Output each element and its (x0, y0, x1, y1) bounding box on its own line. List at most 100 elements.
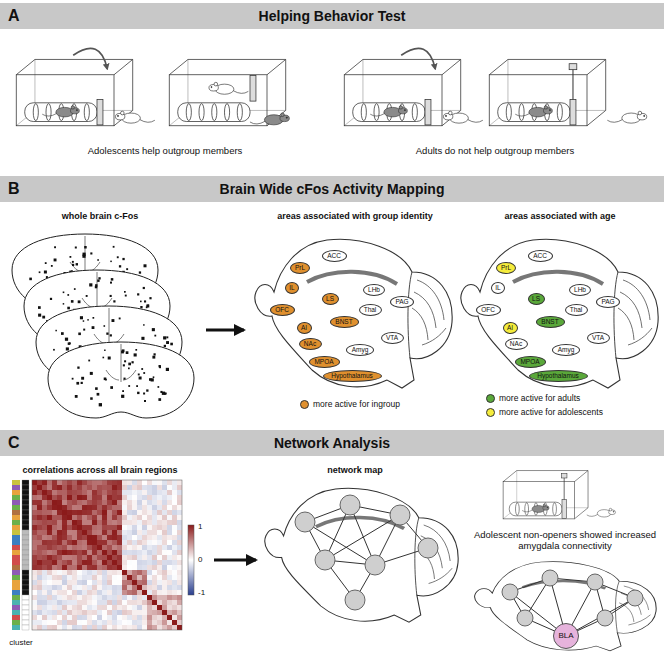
heatmap-cell (47, 555, 52, 560)
heatmap-cell (177, 480, 182, 485)
coronal-slice (48, 342, 194, 418)
heatmap-cell (142, 495, 147, 500)
heatmap-cell (132, 480, 137, 485)
heatmap-cell (42, 570, 47, 575)
heatmap-cell (122, 555, 127, 560)
heatmap-cell (112, 545, 117, 550)
section-header: CNetwork Analysis (0, 430, 664, 456)
restrainer-scene (370, 106, 407, 117)
heatmap-cell (77, 620, 82, 625)
network-node (627, 590, 643, 606)
heatmap-cell (147, 575, 152, 580)
heatmap-cell (52, 565, 57, 570)
cfos-dot (140, 306, 142, 308)
cfos-dot (110, 261, 112, 263)
heatmap-cell (122, 535, 127, 540)
heatmap-cell (82, 535, 87, 540)
heatmap-cell (97, 610, 102, 615)
cluster-color (12, 575, 20, 580)
heatmap-cell (32, 560, 37, 565)
heatmap-cell (117, 510, 122, 515)
heatmap-cell (152, 625, 157, 630)
heatmap-cell (167, 595, 172, 600)
heatmap-cell (82, 565, 87, 570)
heatmap-cell (57, 595, 62, 600)
restrainer-scene (503, 471, 615, 519)
heatmap-cell (37, 540, 42, 545)
heatmap-cell (67, 545, 72, 550)
heatmap-cell (47, 510, 52, 515)
heatmap-cell (72, 540, 77, 545)
heatmap-cell (147, 595, 152, 600)
heatmap-cell (82, 625, 87, 630)
heatmap-cell (132, 575, 137, 580)
heatmap-cell (57, 625, 62, 630)
heatmap-cell (147, 505, 152, 510)
heatmap-cell (132, 605, 137, 610)
heatmap-cell (172, 540, 177, 545)
region-label: Hypothalamus (331, 373, 373, 380)
heatmap-cell (122, 560, 127, 565)
restrainer-scene (169, 59, 289, 125)
heatmap-cell (92, 515, 97, 520)
heatmap-cell (87, 590, 92, 595)
heatmap-cell (82, 480, 87, 485)
heatmap-cell (117, 520, 122, 525)
cluster-bar (22, 620, 29, 625)
cfos-dot (90, 252, 92, 254)
colorbar-tick: 1 (198, 522, 202, 532)
heatmap-cell (132, 485, 137, 490)
cluster-bar (22, 575, 29, 580)
heatmap-cell (87, 595, 92, 600)
heatmap-cell (147, 590, 152, 595)
heatmap-cell (152, 575, 157, 580)
cfos-dot (104, 325, 106, 327)
heatmap-cell (137, 560, 142, 565)
heatmap-cell (112, 590, 117, 595)
heatmap-cell (142, 625, 147, 630)
heatmap-cell (92, 520, 97, 525)
heatmap-cell (97, 555, 102, 560)
heatmap-cell (62, 485, 67, 490)
heatmap-cell (142, 550, 147, 555)
heatmap-cell (172, 520, 177, 525)
heatmap-cell (32, 495, 37, 500)
heatmap-cell (97, 600, 102, 605)
panel-letter: A (8, 7, 22, 25)
heatmap-cell (152, 620, 157, 625)
heatmap-cell (67, 590, 72, 595)
heatmap-cell (82, 590, 87, 595)
heatmap-cell (172, 595, 177, 600)
heatmap-cell (152, 480, 157, 485)
heatmap-cell (72, 610, 77, 615)
heatmap-cell (62, 530, 67, 535)
heatmap-cell (167, 500, 172, 505)
cfos-dot (166, 368, 169, 371)
heatmap-cell (82, 505, 87, 510)
cluster-color (12, 615, 20, 620)
heatmap-cell (62, 495, 67, 500)
cfos-dot (151, 378, 154, 381)
heatmap-cell (137, 495, 142, 500)
heatmap-cell (102, 490, 107, 495)
heatmap-cell (137, 480, 142, 485)
heatmap-cell (47, 500, 52, 505)
heatmap-cell (72, 490, 77, 495)
heatmap-cell (62, 515, 67, 520)
heatmap-cell (142, 620, 147, 625)
heatmap-cell (77, 515, 82, 520)
heatmap-cell (72, 515, 77, 520)
heatmap-cell (167, 530, 172, 535)
heatmap-cell (57, 570, 62, 575)
heatmap-cell (52, 570, 57, 575)
heatmap-cell (72, 550, 77, 555)
heatmap-cell (72, 520, 77, 525)
brain-region: VTA (587, 332, 610, 344)
heatmap-cell (57, 525, 62, 530)
heatmap-cell (62, 525, 67, 530)
heatmap-cell (107, 530, 112, 535)
cfos-dot (146, 389, 148, 391)
heatmap-cell (32, 585, 37, 590)
heatmap-cell (132, 550, 137, 555)
legend-label: more active for adolescents (499, 408, 603, 417)
